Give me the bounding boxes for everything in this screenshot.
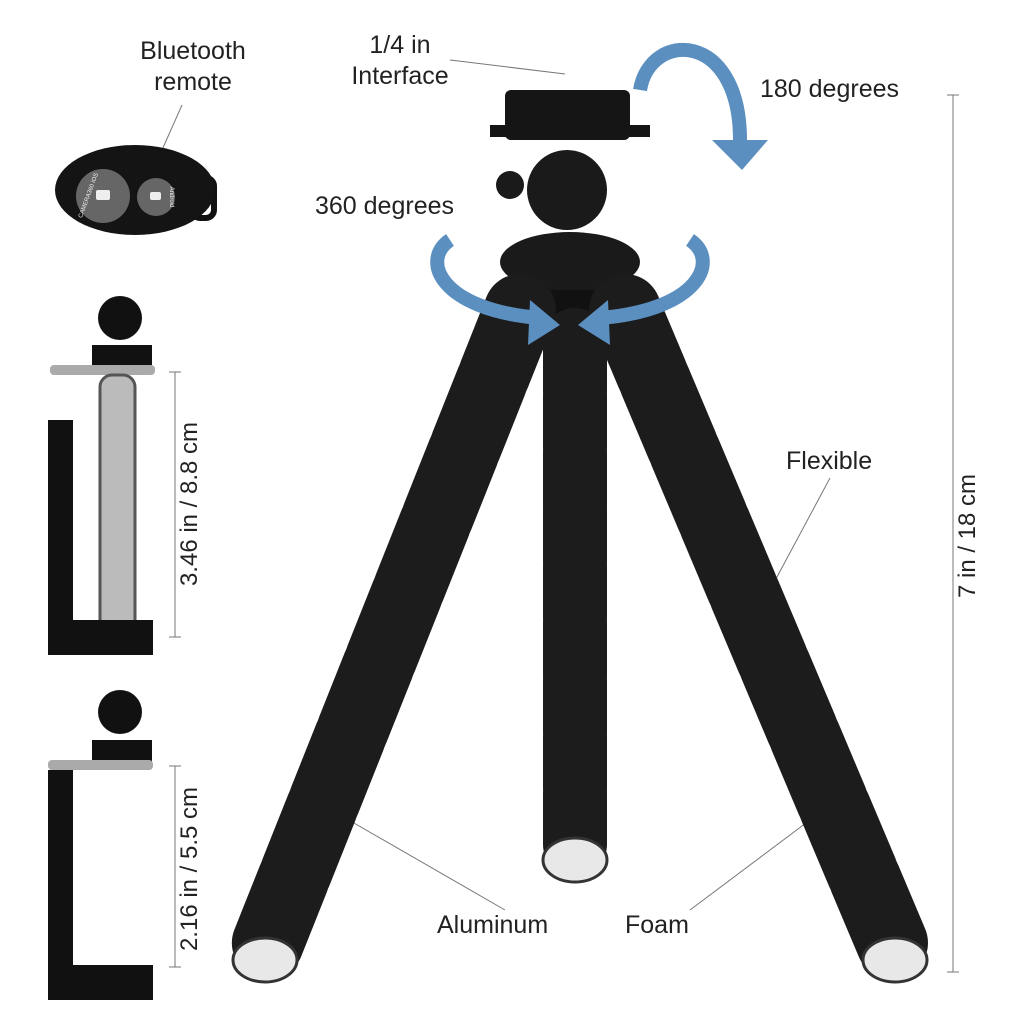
arrow-180-icon (633, 42, 747, 141)
label-180-degrees: 180 degrees (760, 75, 900, 103)
bluetooth-remote: CAMERA360 iOS Android (55, 145, 217, 235)
arrow-heads (528, 140, 768, 345)
dimension-tripod-height: 7 in / 18 cm (954, 473, 981, 599)
remote-button-right-text: Android (168, 187, 174, 208)
foam-segment (231, 842, 330, 979)
rotation-arrows (430, 42, 747, 325)
label-line: 1/4 in (369, 31, 431, 59)
rubber-foot (231, 936, 299, 984)
dimension-holder-large: 3.46 in / 8.8 cm (176, 421, 203, 587)
phone-holder-large (48, 296, 155, 655)
phone-holder-small (48, 690, 153, 1000)
rubber-foot (861, 936, 929, 984)
dimension-holder-small: 2.16 in / 5.5 cm (176, 786, 203, 952)
label-bluetooth-remote: Bluetooth remote (132, 36, 254, 98)
foam-segment (829, 842, 928, 979)
camera-icon (150, 192, 161, 200)
rubber-foot (541, 836, 609, 884)
label-line: remote (154, 68, 232, 96)
label-360-degrees: 360 degrees (315, 192, 455, 220)
dimension-lines (161, 59, 959, 973)
tripod-legs (231, 274, 929, 984)
label-line: Bluetooth (140, 37, 246, 65)
arrow-360-right-icon (599, 234, 710, 325)
label-flexible: Flexible (786, 447, 873, 475)
camera-icon (96, 190, 110, 200)
label-foam: Foam (625, 911, 689, 939)
arrow-360-left-icon (430, 234, 541, 325)
label-interface: 1/4 in Interface (345, 30, 455, 92)
label-aluminum: Aluminum (437, 911, 549, 939)
label-line: Interface (351, 62, 449, 90)
